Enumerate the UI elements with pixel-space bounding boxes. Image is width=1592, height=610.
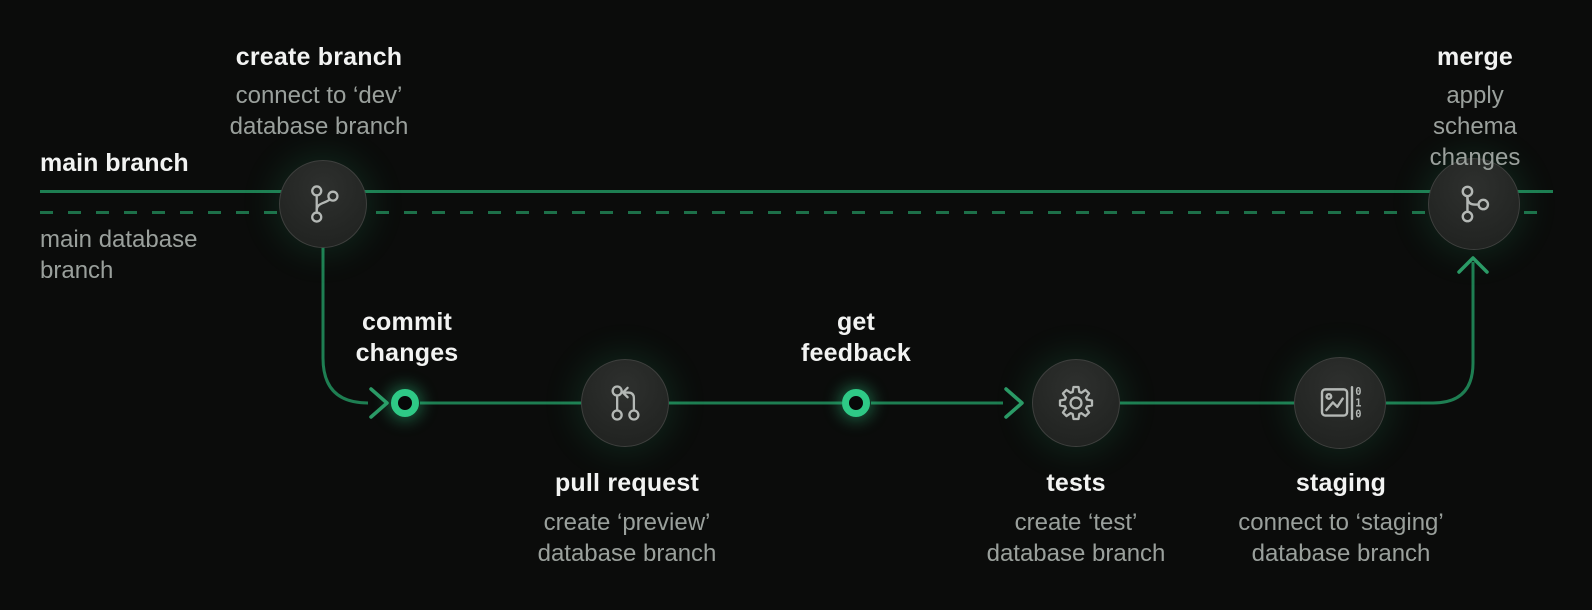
data-preview-icon: 0 1 0 — [1320, 386, 1362, 421]
pull-request-subtitle: create ‘preview’ database branch — [537, 509, 717, 567]
merge-node — [1428, 158, 1520, 250]
pull-request-title: pull request — [554, 469, 700, 497]
arrow-to-tests-icon — [1004, 387, 1024, 419]
tests-node — [1032, 359, 1120, 447]
git-pull-request-icon — [611, 385, 640, 421]
staging-subtitle: connect to ‘staging’ database branch — [1238, 509, 1444, 567]
commit-changes-title: commit changes — [355, 308, 459, 367]
main-branch-label: main branch — [40, 149, 189, 177]
arrow-to-merge-icon — [1457, 256, 1489, 274]
get-feedback-title: get feedback — [801, 308, 911, 367]
svg-text:0: 0 — [1355, 386, 1361, 398]
create-branch-title: create branch — [235, 43, 403, 71]
tests-title: tests — [1046, 469, 1106, 497]
git-branch-icon — [311, 185, 339, 223]
svg-text:0: 0 — [1355, 409, 1361, 421]
gear-icon — [1058, 385, 1094, 421]
feature-branch-merge-rise — [1386, 262, 1475, 405]
create-branch-subtitle: connect to ‘dev’ database branch — [229, 82, 409, 140]
feedback-marker-icon — [842, 389, 870, 417]
main-db-branch-label: main database branch — [40, 226, 198, 284]
feature-branch-drop — [321, 246, 369, 405]
create-branch-node — [279, 160, 367, 248]
commit-marker-icon — [391, 389, 419, 417]
arrow-to-commit-icon — [369, 387, 389, 419]
staging-title: staging — [1295, 469, 1387, 497]
git-merge-icon — [1461, 185, 1490, 223]
staging-node: 0 1 0 — [1294, 357, 1386, 449]
merge-subtitle: apply schema changes — [1429, 82, 1521, 171]
svg-text:1: 1 — [1355, 397, 1361, 409]
merge-title: merge — [1436, 43, 1514, 71]
pull-request-node — [581, 359, 669, 447]
tests-subtitle: create ‘test’ database branch — [986, 509, 1166, 567]
